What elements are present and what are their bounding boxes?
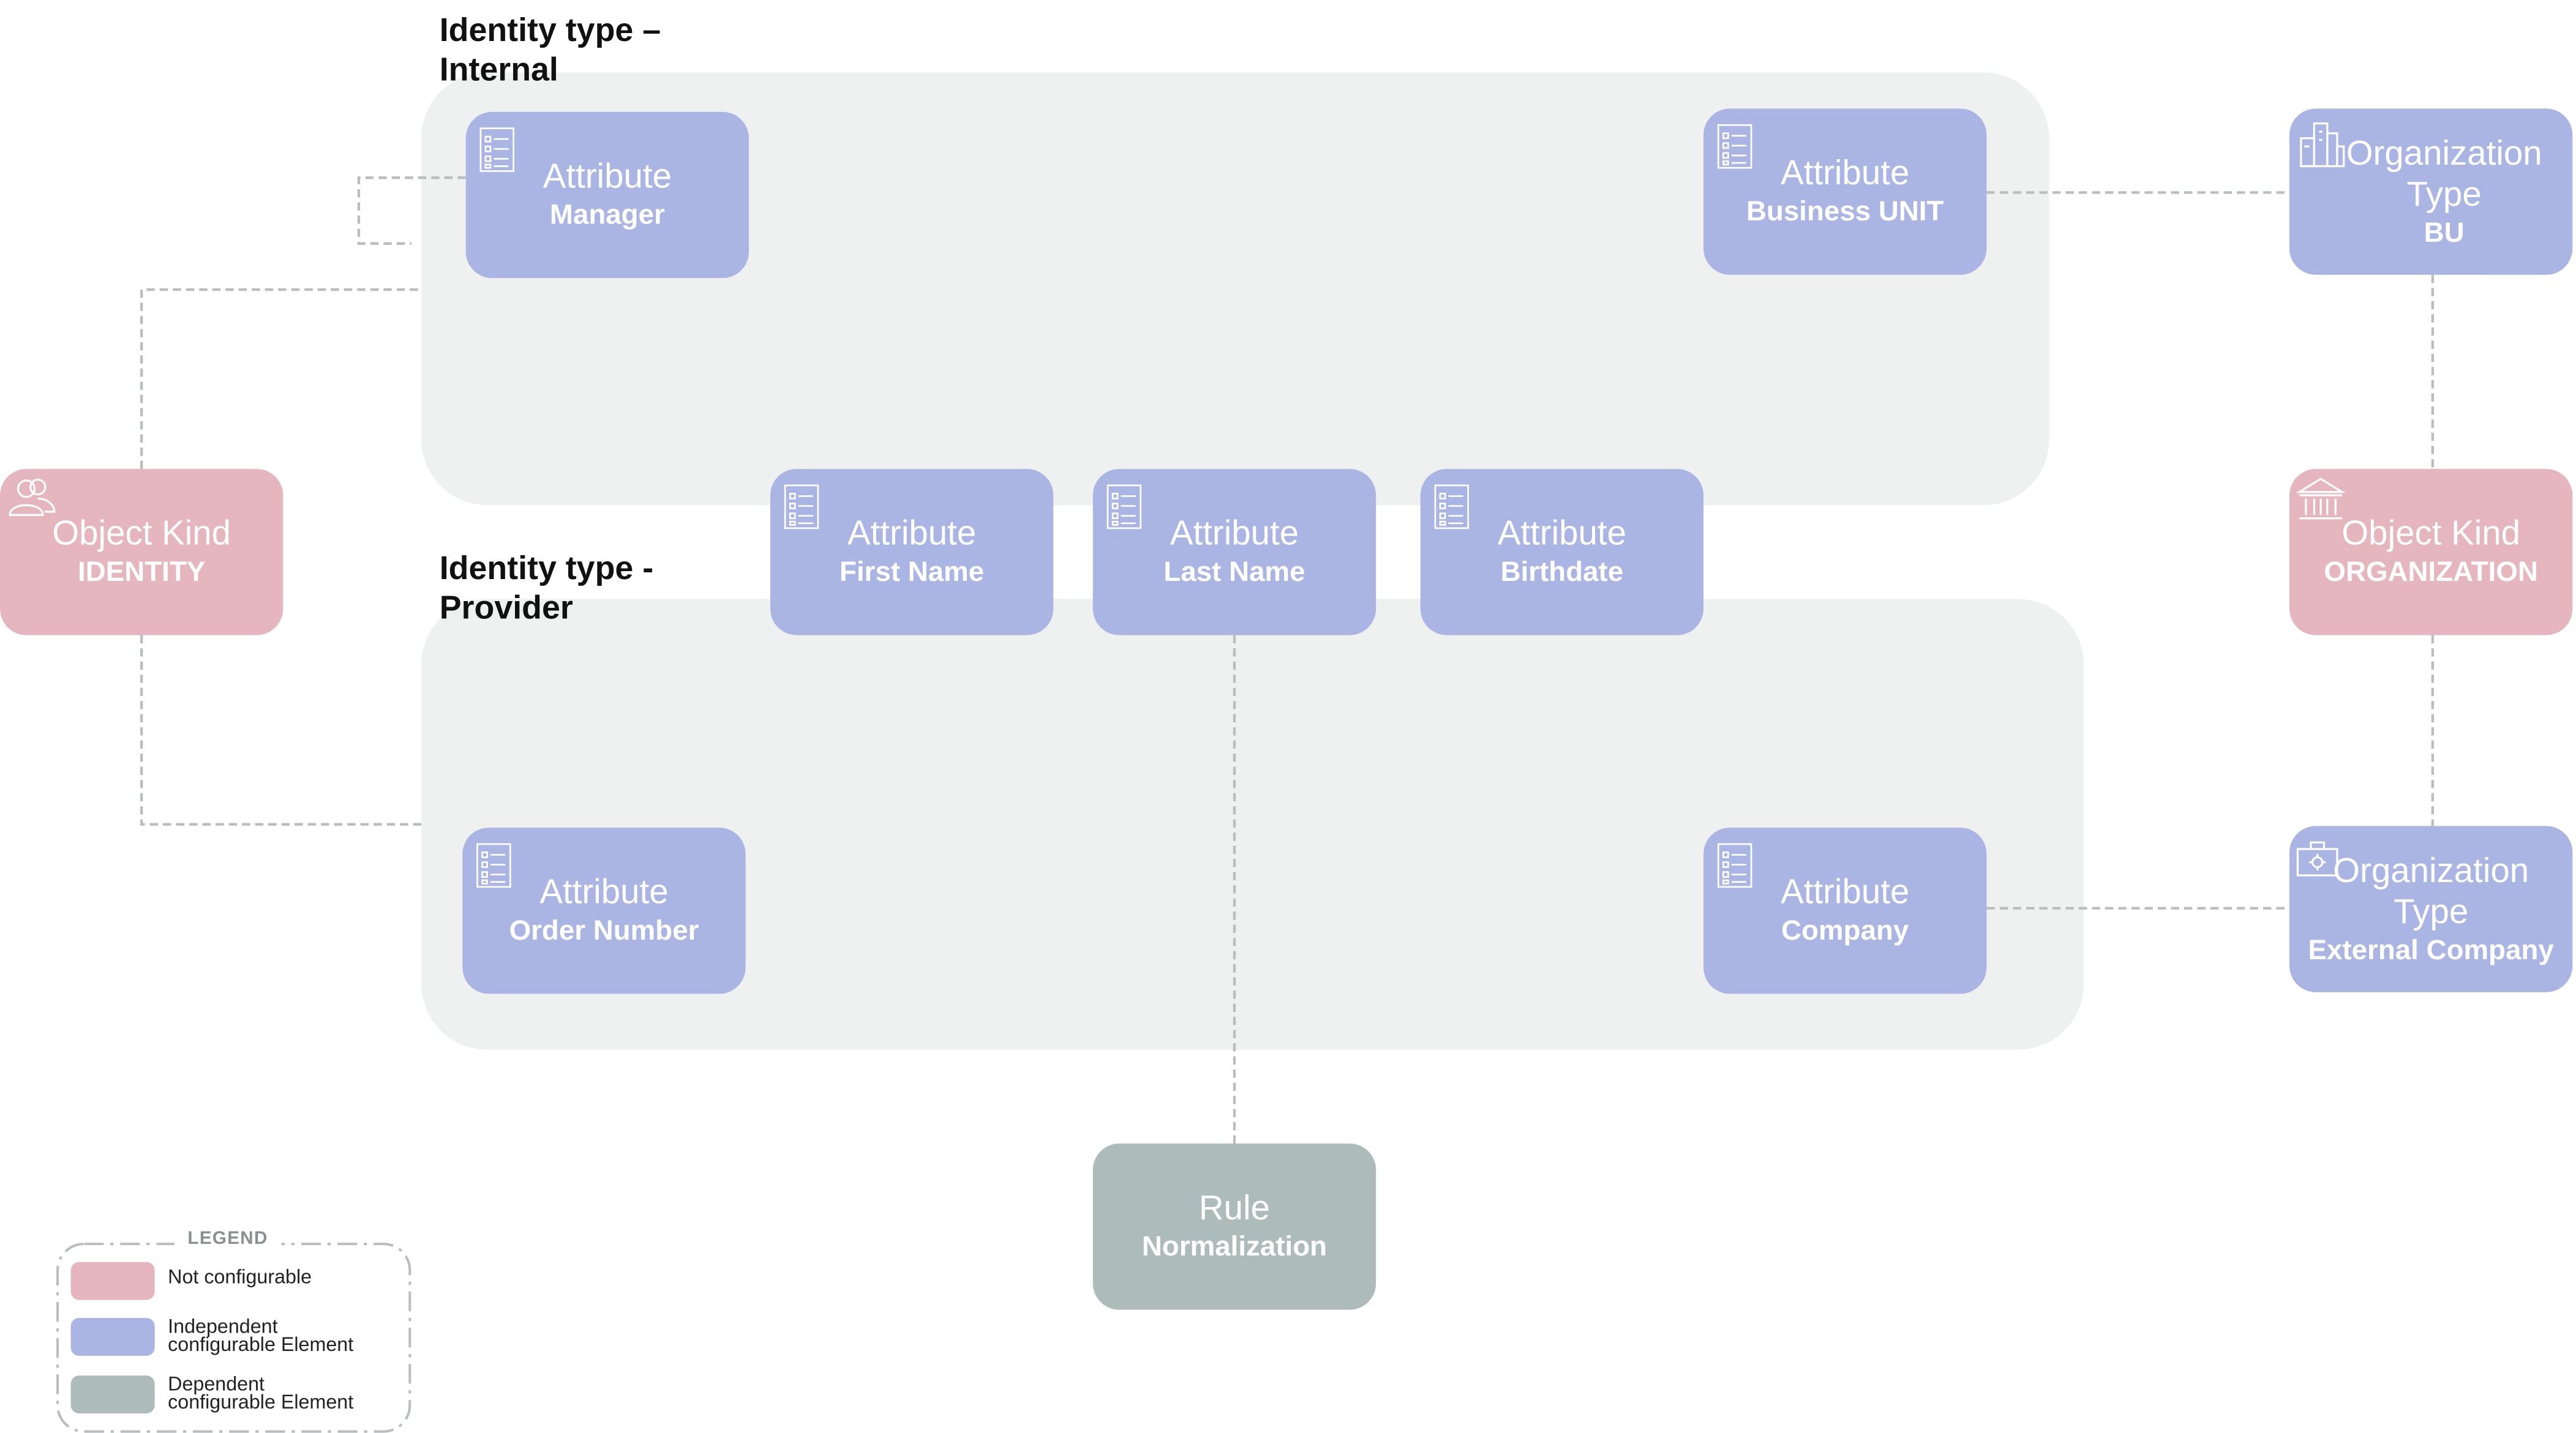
node-kind: Attribute — [1781, 154, 1910, 192]
connector-identity-internal — [140, 288, 422, 470]
node-name: BU — [2424, 216, 2465, 248]
connector-manager-self-loop — [357, 176, 466, 245]
node-name: External Company — [2308, 934, 2554, 965]
briefcase-icon — [2296, 839, 2339, 879]
bank-icon — [2296, 474, 2346, 523]
node-kind: Attribute — [539, 872, 669, 911]
legend-swatch-not-configurable — [70, 1262, 155, 1300]
node-name: ORGANIZATION — [2324, 555, 2538, 587]
node-name: Order Number — [509, 914, 699, 946]
node-attribute-order-number[interactable]: Attribute Order Number — [462, 828, 746, 994]
node-attribute-first-name[interactable]: Attribute First Name — [770, 469, 1054, 635]
node-attribute-manager[interactable]: Attribute Manager — [465, 111, 749, 279]
node-name: Normalization — [1141, 1230, 1327, 1262]
node-kind: Attribute — [1497, 514, 1627, 552]
list-icon — [783, 484, 819, 529]
node-organization-type-bu[interactable]: Organization Type BU — [2289, 108, 2573, 275]
node-kind: Attribute — [1781, 872, 1910, 911]
node-kind: Organization Type — [2333, 851, 2529, 931]
legend-swatch-dependent — [70, 1375, 155, 1413]
node-object-kind-organization[interactable]: Object Kind ORGANIZATION — [2289, 469, 2573, 635]
node-name: Company — [1781, 914, 1909, 946]
group-internal-title: Identity type – Internal — [439, 13, 661, 89]
list-icon — [1717, 124, 1753, 170]
legend-label-not-configurable: Not configurable — [168, 1265, 312, 1289]
list-icon — [1433, 484, 1470, 529]
node-attribute-birthdate[interactable]: Attribute Birthdate — [1420, 469, 1704, 635]
list-icon — [479, 127, 515, 173]
node-name: Manager — [549, 198, 665, 230]
node-kind: Attribute — [847, 514, 977, 552]
node-kind: Attribute — [1170, 514, 1299, 552]
legend-swatch-independent — [70, 1318, 155, 1356]
node-name: IDENTITY — [78, 555, 206, 587]
node-name: Last Name — [1163, 555, 1305, 587]
node-kind: Organization Type — [2346, 134, 2542, 214]
node-kind: Attribute — [543, 157, 672, 195]
buildings-icon — [2297, 119, 2347, 168]
node-attribute-business-unit[interactable]: Attribute Business UNIT — [1703, 108, 1987, 275]
legend-title: LEGEND — [174, 1229, 282, 1249]
users-icon — [5, 476, 58, 518]
list-icon — [476, 842, 512, 888]
legend-label-independent: Independent configurable Element — [168, 1314, 354, 1356]
node-name: Business UNIT — [1746, 195, 1944, 226]
node-name: Birthdate — [1500, 555, 1624, 587]
legend-label-dependent: Dependent configurable Element — [168, 1372, 354, 1413]
group-provider-title: Identity type - Provider — [439, 551, 654, 627]
node-organization-type-external-company[interactable]: Organization Type External Company — [2289, 826, 2573, 992]
node-name: First Name — [839, 555, 985, 587]
node-attribute-last-name[interactable]: Attribute Last Name — [1092, 469, 1376, 635]
node-object-kind-identity[interactable]: Object Kind IDENTITY — [0, 469, 284, 635]
list-icon — [1106, 484, 1142, 529]
list-icon — [1717, 842, 1753, 888]
node-kind: Rule — [1198, 1189, 1271, 1227]
node-kind: Object Kind — [2341, 514, 2521, 552]
node-rule-normalization[interactable]: Rule Normalization — [1092, 1143, 1376, 1310]
connector-identity-provider — [140, 635, 422, 826]
legend: LEGEND Not configurable Independent conf… — [56, 1229, 411, 1433]
node-kind: Object Kind — [52, 514, 231, 552]
node-attribute-company[interactable]: Attribute Company — [1703, 828, 1987, 994]
